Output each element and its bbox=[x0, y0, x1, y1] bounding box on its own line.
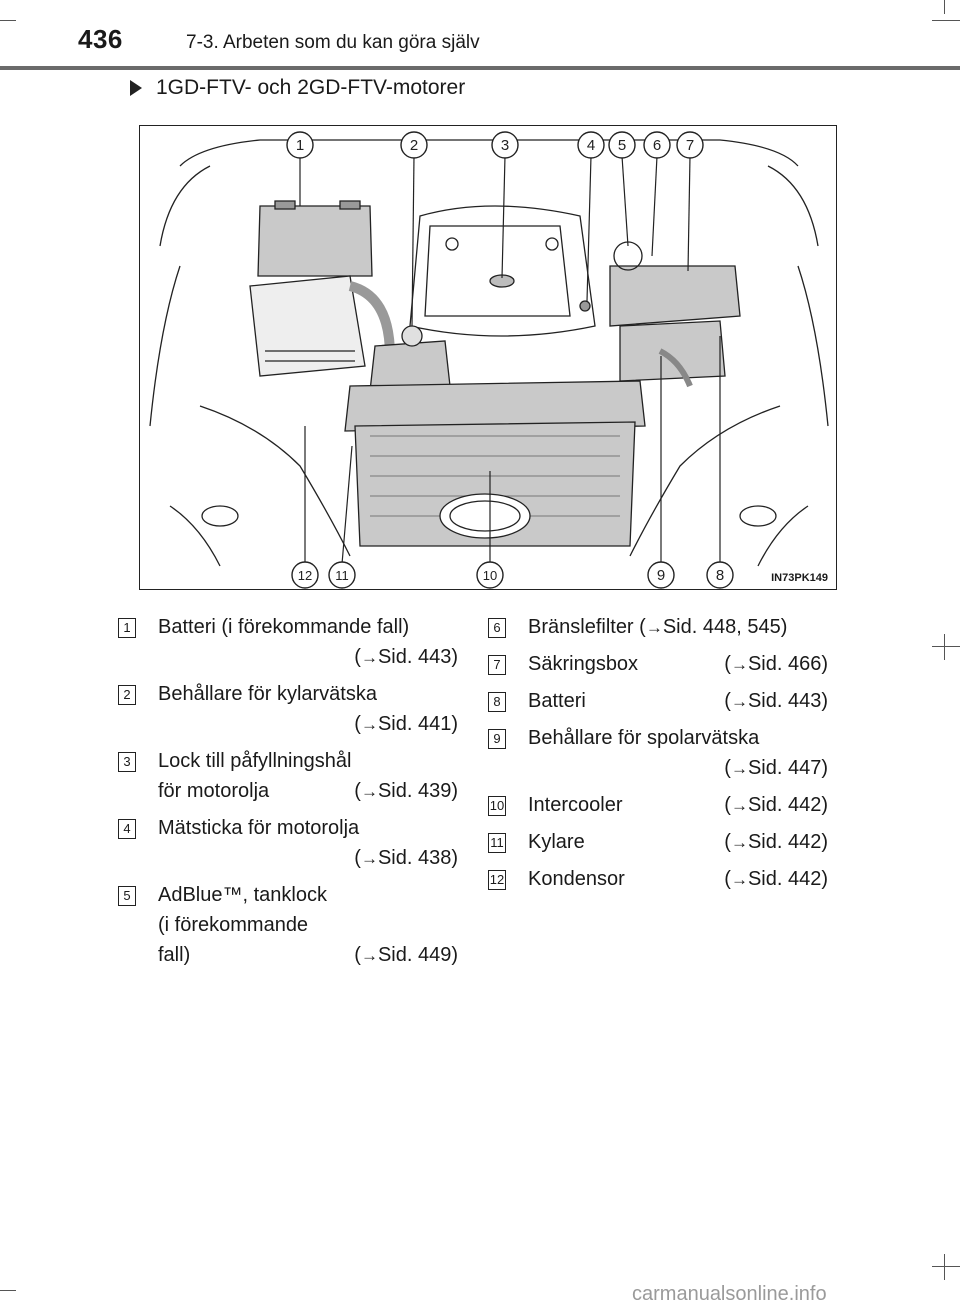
item-ref: (→Sid. 443) bbox=[354, 646, 458, 668]
list-item: 4 Mätsticka för motorolja (→Sid. 438) bbox=[118, 813, 458, 874]
section-title: 1GD-FTV- och 2GD-FTV-motorer bbox=[156, 76, 466, 99]
list-item: 12 Kondensor (→Sid. 442) bbox=[488, 864, 828, 895]
arrow-right-icon: → bbox=[360, 715, 378, 734]
crop-mark bbox=[932, 1266, 960, 1267]
list-item: 6 Bränslefilter (→Sid. 448, 545) bbox=[488, 612, 828, 643]
list-item: 3 Lock till påfyllningshål för motorolja… bbox=[118, 746, 458, 807]
section-heading: 1GD-FTV- och 2GD-FTV-motorer bbox=[130, 76, 465, 100]
item-ref: (→Sid. 466) bbox=[724, 653, 828, 675]
page-number: 436 bbox=[78, 24, 123, 54]
item-ref: (→Sid. 439) bbox=[354, 780, 458, 802]
item-number: 5 bbox=[118, 886, 136, 906]
item-number: 11 bbox=[488, 833, 506, 853]
item-name: Bränslefilter (→Sid. 448, 545) bbox=[528, 616, 788, 638]
watermark[interactable]: carmanualsonline.info bbox=[632, 1283, 827, 1305]
item-ref: (→Sid. 443) bbox=[724, 690, 828, 712]
list-item: 7 Säkringsbox (→Sid. 466) bbox=[488, 649, 828, 680]
callout-10: 10 bbox=[483, 568, 497, 583]
item-name: Kondensor bbox=[528, 868, 625, 890]
arrow-right-icon: → bbox=[360, 849, 378, 868]
arrow-right-icon: → bbox=[730, 796, 748, 815]
item-name: (i förekommande bbox=[158, 914, 309, 936]
item-ref: (→Sid. 442) bbox=[724, 831, 828, 853]
item-name: fall) bbox=[158, 944, 191, 966]
engine-bay-illustration: 1 2 3 4 5 6 7 8 9 10 11 12 bbox=[149, 131, 829, 589]
arrow-right-icon: → bbox=[360, 782, 378, 801]
callout-9: 9 bbox=[657, 567, 665, 584]
arrow-right-icon: → bbox=[645, 618, 663, 637]
arrow-right-icon: → bbox=[360, 648, 378, 667]
callout-1: 1 bbox=[296, 137, 304, 154]
callout-7: 7 bbox=[686, 137, 694, 154]
item-ref: (→Sid. 449) bbox=[354, 944, 458, 966]
callout-12: 12 bbox=[298, 568, 312, 583]
figure-code: IN73PK149 bbox=[771, 572, 828, 584]
item-name: Mätsticka för motorolja bbox=[158, 817, 360, 839]
chapter-title: 7-3. Arbeten som du kan göra själv bbox=[186, 32, 480, 53]
crop-mark bbox=[932, 20, 960, 21]
arrow-right-icon: → bbox=[730, 655, 748, 674]
callout-11: 11 bbox=[335, 568, 349, 583]
list-item: 2 Behållare för kylarvätska (→Sid. 441) bbox=[118, 679, 458, 740]
callout-2: 2 bbox=[410, 137, 418, 154]
item-ref: (→Sid. 447) bbox=[724, 757, 828, 779]
callout-4: 4 bbox=[587, 137, 595, 154]
crop-mark bbox=[0, 20, 16, 21]
list-item: 8 Batteri (→Sid. 443) bbox=[488, 686, 828, 717]
item-name: Lock till påfyllningshål bbox=[158, 750, 352, 772]
item-number: 10 bbox=[488, 796, 506, 816]
item-name: Intercooler bbox=[528, 794, 623, 816]
item-number: 8 bbox=[488, 692, 506, 712]
callout-6: 6 bbox=[653, 137, 661, 154]
list-item: 5 AdBlue™, tanklock (i förekommande fall… bbox=[118, 880, 458, 971]
list-item: 11 Kylare (→Sid. 442) bbox=[488, 827, 828, 858]
item-number: 7 bbox=[488, 655, 506, 675]
item-name: Säkringsbox bbox=[528, 653, 639, 675]
list-item: 1 Batteri (i förekommande fall) (→Sid. 4… bbox=[118, 612, 458, 673]
arrow-right-icon: → bbox=[360, 946, 378, 965]
item-number: 3 bbox=[118, 752, 136, 772]
item-number: 4 bbox=[118, 819, 136, 839]
arrow-right-icon: → bbox=[730, 833, 748, 852]
item-ref: (→Sid. 442) bbox=[724, 868, 828, 890]
crop-mark bbox=[932, 646, 960, 647]
callout-5: 5 bbox=[618, 137, 626, 154]
legend-right-column: 6 Bränslefilter (→Sid. 448, 545) 7 Säkri… bbox=[488, 612, 828, 901]
triangle-bullet-icon bbox=[130, 80, 142, 96]
arrow-right-icon: → bbox=[730, 759, 748, 778]
item-number: 1 bbox=[118, 618, 136, 638]
callout-8: 8 bbox=[716, 567, 724, 584]
engine-bay-figure: 1 2 3 4 5 6 7 8 9 10 11 12 IN73PK149 bbox=[139, 125, 837, 590]
item-ref: (→Sid. 442) bbox=[724, 794, 828, 816]
item-number: 2 bbox=[118, 685, 136, 705]
item-name: Behållare för kylarvätska bbox=[158, 683, 377, 705]
item-name: för motorolja bbox=[158, 780, 270, 802]
header-rule bbox=[0, 66, 960, 70]
item-name: Behållare för spolarvätska bbox=[528, 727, 760, 749]
item-number: 9 bbox=[488, 729, 506, 749]
callout-3: 3 bbox=[501, 137, 509, 154]
item-name: Kylare bbox=[528, 831, 585, 853]
crop-mark bbox=[944, 0, 945, 14]
crop-mark bbox=[944, 1254, 945, 1280]
item-name: AdBlue™, tanklock bbox=[158, 884, 327, 906]
arrow-right-icon: → bbox=[730, 870, 748, 889]
item-number: 12 bbox=[488, 870, 506, 890]
item-name: Batteri bbox=[528, 690, 586, 712]
item-number: 6 bbox=[488, 618, 506, 638]
list-item: 9 Behållare för spolarvätska (→Sid. 447) bbox=[488, 723, 828, 784]
arrow-right-icon: → bbox=[730, 692, 748, 711]
legend-left-column: 1 Batteri (i förekommande fall) (→Sid. 4… bbox=[118, 612, 458, 977]
item-name: Batteri (i förekommande fall) bbox=[158, 616, 410, 638]
crop-mark bbox=[944, 634, 945, 660]
crop-mark bbox=[0, 1290, 16, 1291]
item-ref: (→Sid. 441) bbox=[354, 713, 458, 735]
list-item: 10 Intercooler (→Sid. 442) bbox=[488, 790, 828, 821]
item-ref: (→Sid. 438) bbox=[354, 847, 458, 869]
